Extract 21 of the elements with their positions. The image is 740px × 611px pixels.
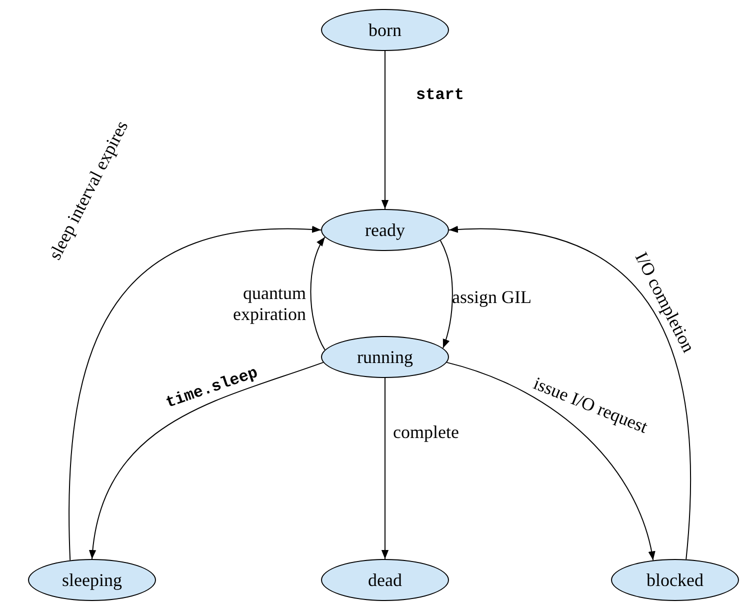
state-name: ready bbox=[365, 220, 405, 240]
state-name: running bbox=[357, 346, 413, 368]
arrow bbox=[381, 50, 389, 210]
state-name: born bbox=[368, 20, 402, 40]
arrow bbox=[68, 226, 322, 561]
arrow bbox=[310, 236, 326, 350]
edge-label: issue I/O request bbox=[530, 372, 650, 438]
edge-label: start bbox=[416, 86, 464, 104]
edge-label: complete bbox=[393, 422, 459, 443]
state-name: sleeping bbox=[62, 570, 122, 590]
state-name: dead bbox=[368, 570, 402, 590]
arrow bbox=[448, 226, 691, 560]
state-ellipse bbox=[321, 336, 449, 378]
state-ellipse bbox=[321, 209, 449, 251]
edge-label: assign GIL bbox=[452, 287, 532, 308]
arrow bbox=[90, 362, 324, 560]
arrow bbox=[440, 240, 453, 349]
edge-label: quantum expiration bbox=[232, 283, 306, 324]
arrow bbox=[446, 362, 655, 561]
state-name: blocked bbox=[646, 570, 704, 590]
arrow bbox=[381, 378, 389, 560]
